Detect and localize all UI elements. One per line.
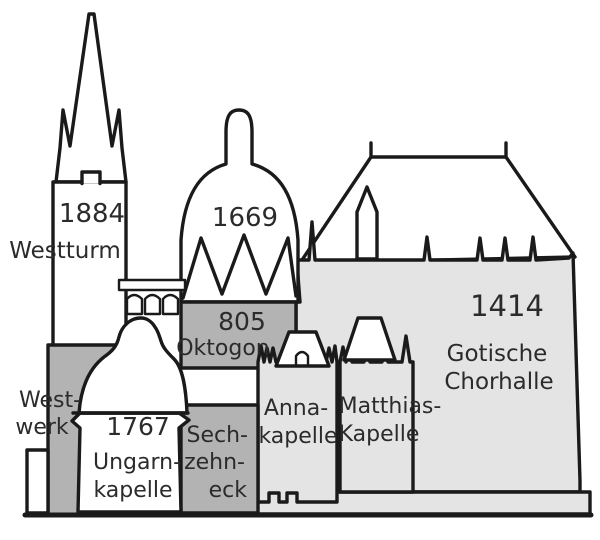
oktogon-year: 805	[218, 307, 266, 336]
westwerk-label-line2: werk	[15, 415, 69, 440]
colonnade-arch-3	[161, 293, 180, 316]
colonnade	[117, 278, 187, 316]
ungarnkapelle-year: 1767	[106, 412, 170, 441]
ungarnkapelle-dome	[77, 316, 189, 415]
colonnade-arch-2	[143, 293, 162, 316]
matthiaskapelle	[338, 316, 415, 494]
chorhalle-label-line2: Chorhalle	[444, 369, 553, 395]
oktogon-label: Oktogon	[176, 336, 270, 361]
chorhalle-year: 1414	[470, 289, 544, 323]
sechzehneck-label-line2: zehn-	[184, 450, 245, 475]
sechzehneck-label-line1: Sech-	[187, 423, 248, 448]
annakapelle	[256, 330, 339, 504]
sechzehneck-label-line3: eck	[209, 478, 248, 503]
dome-fold-zigzag	[181, 233, 298, 300]
westturm-spire	[54, 12, 128, 184]
chorhalle-label-line1: Gotische	[447, 341, 548, 367]
westturm	[51, 12, 128, 350]
ungarnkapelle-label-line2: kapelle	[93, 478, 172, 503]
ungarnkapelle-body	[70, 411, 191, 514]
matthiaskapelle-label-line2: Kapelle	[339, 422, 420, 447]
westturm-year: 1884	[59, 199, 125, 229]
colonnade-cornice	[117, 278, 187, 292]
labels: 1884 Westturm 1669 805 Oktogon West- wer…	[9, 199, 553, 503]
annakapelle-label-line1: Anna-	[264, 396, 328, 421]
west-annex	[25, 448, 50, 515]
westturm-label: Westturm	[9, 238, 121, 264]
colonnade-arch-1	[125, 293, 144, 316]
dome-year: 1669	[212, 203, 278, 233]
barockkuppel	[179, 108, 300, 304]
annakapelle-label-line2: kapelle	[258, 424, 337, 449]
ungarnkapelle	[70, 316, 191, 514]
annakapelle-tower	[256, 344, 339, 504]
westturm-top-notch	[80, 170, 102, 186]
dome-1669	[179, 108, 300, 304]
ungarnkapelle-label-line1: Ungarn-	[93, 450, 181, 475]
annakapelle-roof	[274, 330, 331, 368]
matthiaskapelle-label-line1: Matthias-	[339, 394, 442, 419]
westwerk-label-line1: West-	[19, 388, 81, 413]
matthiaskapelle-roof	[342, 316, 397, 362]
annakapelle-roof-arch	[294, 350, 310, 367]
